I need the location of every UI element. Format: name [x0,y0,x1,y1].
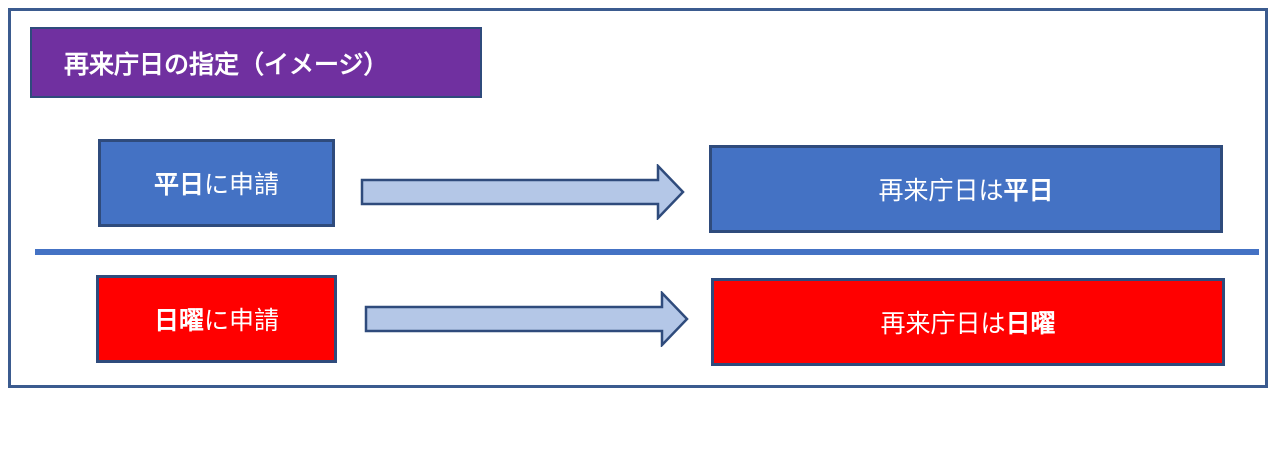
title-text: 再来庁日の指定（イメージ） [64,49,389,79]
sunday-result-box: 再来庁日は日曜 [711,278,1225,366]
arrow-right-icon [360,164,685,220]
weekday-request-bold: 平日 [153,170,204,199]
sunday-request-text: に申請 [204,306,280,335]
weekday-result-text: 再来庁日は [878,176,1004,205]
sunday-request-bold: 日曜 [153,306,204,335]
sunday-request-box: 日曜に申請 [96,275,337,363]
row-divider [35,249,1259,255]
sunday-result-bold: 日曜 [1005,309,1056,338]
sunday-result-text: 再来庁日は [880,309,1006,338]
weekday-request-text: に申請 [204,170,280,199]
weekday-request-box: 平日に申請 [98,139,335,227]
weekday-result-bold: 平日 [1003,176,1054,205]
title-banner: 再来庁日の指定（イメージ） [30,27,482,98]
arrow-right-icon [364,291,689,347]
weekday-result-box: 再来庁日は平日 [709,145,1223,233]
